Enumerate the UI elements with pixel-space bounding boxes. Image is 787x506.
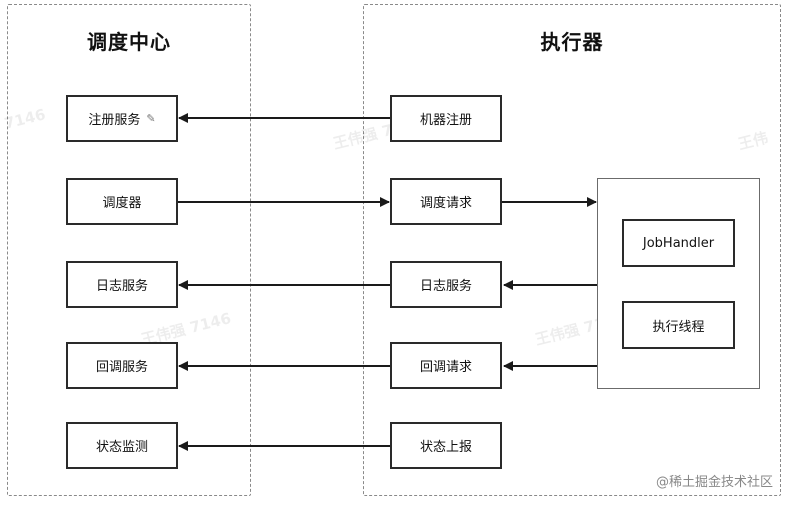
dispatcher-box: 调度器 [66, 178, 178, 225]
register-service-label: 注册服务 [88, 113, 141, 128]
status-report-box: 状态上报 [390, 422, 502, 469]
dispatch-request-label: 调度请求 [419, 196, 472, 211]
dispatcher-label: 调度器 [102, 196, 142, 211]
status-monitor-box: 状态监测 [66, 422, 178, 469]
log-service-box: 日志服务 [66, 261, 178, 308]
status-report-label: 状态上报 [419, 440, 472, 455]
execution-thread-box: 执行线程 [622, 301, 735, 349]
scheduler-panel-title: 调度中心 [87, 30, 171, 54]
executor-panel-title: 执行器 [540, 30, 604, 54]
execution-thread-label: 执行线程 [652, 319, 705, 335]
executor-log-service-label: 日志服务 [419, 279, 472, 294]
job-container [597, 178, 760, 389]
callback-request-label: 回调请求 [419, 360, 472, 375]
dispatch-request-box: 调度请求 [390, 178, 502, 225]
machine-register-label: 机器注册 [419, 113, 472, 128]
callback-service-box: 回调服务 [66, 342, 178, 389]
callback-request-box: 回调请求 [390, 342, 502, 389]
executor-panel [363, 4, 781, 496]
machine-register-box: 机器注册 [390, 95, 502, 142]
log-service-label: 日志服务 [95, 279, 148, 294]
status-monitor-label: 状态监测 [95, 440, 148, 455]
callback-service-label: 回调服务 [95, 360, 148, 375]
register-service-box: 注册服务 ✎ [66, 95, 178, 142]
source-credit: @稀土掘金技术社区 [655, 475, 773, 490]
job-handler-box: JobHandler [622, 219, 735, 267]
job-handler-label: JobHandler [642, 235, 715, 251]
scheduler-panel [7, 4, 251, 496]
executor-log-service-box: 日志服务 [390, 261, 502, 308]
pencil-icon: ✎ [146, 112, 156, 125]
